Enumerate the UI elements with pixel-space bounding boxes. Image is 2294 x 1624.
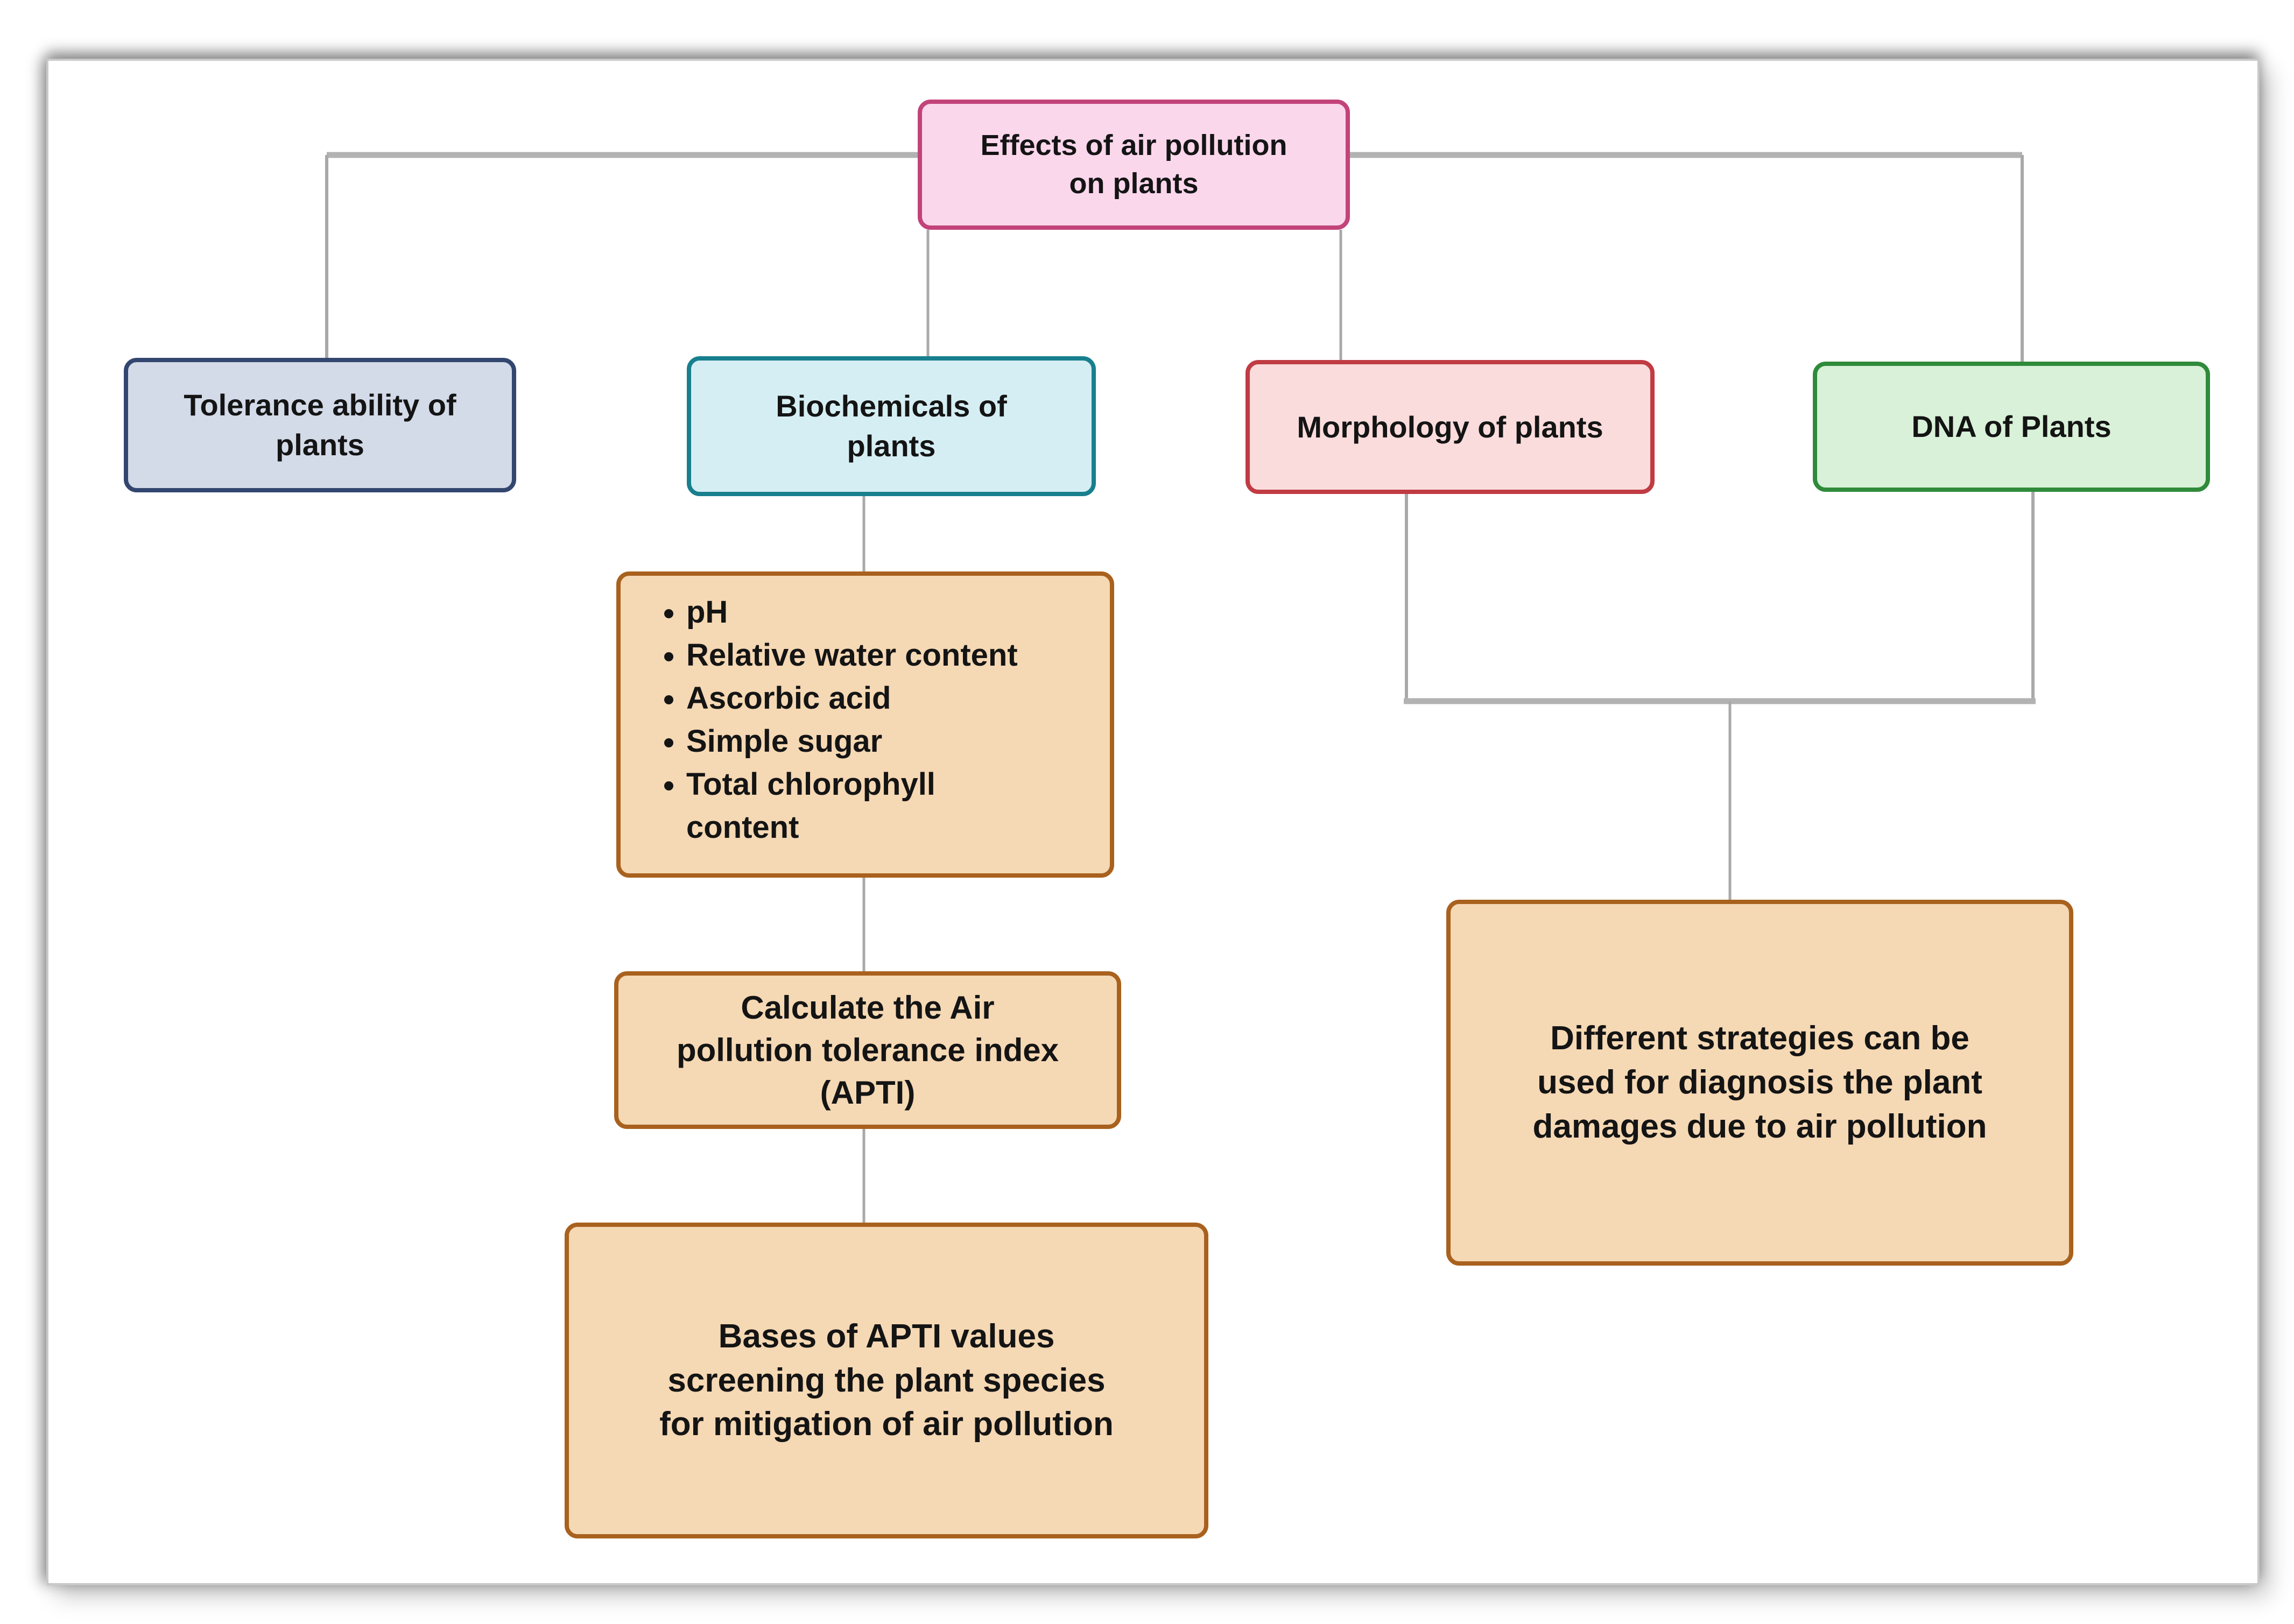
node-label: Calculate the Air pollution tolerance in…: [676, 989, 1059, 1111]
node-tolerance-ability: Tolerance ability of plants: [124, 358, 516, 492]
node-label: Effects of air pollution on plants: [980, 129, 1287, 200]
list-item: Total chlorophyll content: [686, 763, 1018, 849]
list-item: Relative water content: [686, 634, 1018, 677]
node-calculate-apti: Calculate the Air pollution tolerance in…: [614, 971, 1121, 1129]
node-biochemicals: Biochemicals of plants: [687, 356, 1096, 496]
node-label: Biochemicals of plants: [776, 389, 1007, 463]
node-dna: DNA of Plants: [1813, 362, 2210, 492]
node-label: DNA of Plants: [1911, 409, 2112, 444]
node-label: Tolerance ability of plants: [184, 388, 456, 462]
node-label: Bases of APTI values screening the plant…: [659, 1317, 1114, 1443]
list-item: pH: [686, 591, 1018, 634]
node-label: Morphology of plants: [1297, 409, 1603, 444]
node-biochemical-parameters: pHRelative water contentAscorbic acidSim…: [616, 571, 1114, 878]
node-bases-of-apti-values: Bases of APTI values screening the plant…: [565, 1223, 1208, 1538]
bullet-list: pHRelative water contentAscorbic acidSim…: [635, 591, 1018, 849]
node-diagnosis-strategies: Different strategies can be used for dia…: [1446, 900, 2073, 1266]
list-item: Simple sugar: [686, 720, 1018, 763]
node-label: Different strategies can be used for dia…: [1532, 1020, 1987, 1145]
node-effects-of-air-pollution: Effects of air pollution on plants: [918, 100, 1350, 230]
list-item: Ascorbic acid: [686, 677, 1018, 720]
node-morphology: Morphology of plants: [1245, 360, 1655, 494]
